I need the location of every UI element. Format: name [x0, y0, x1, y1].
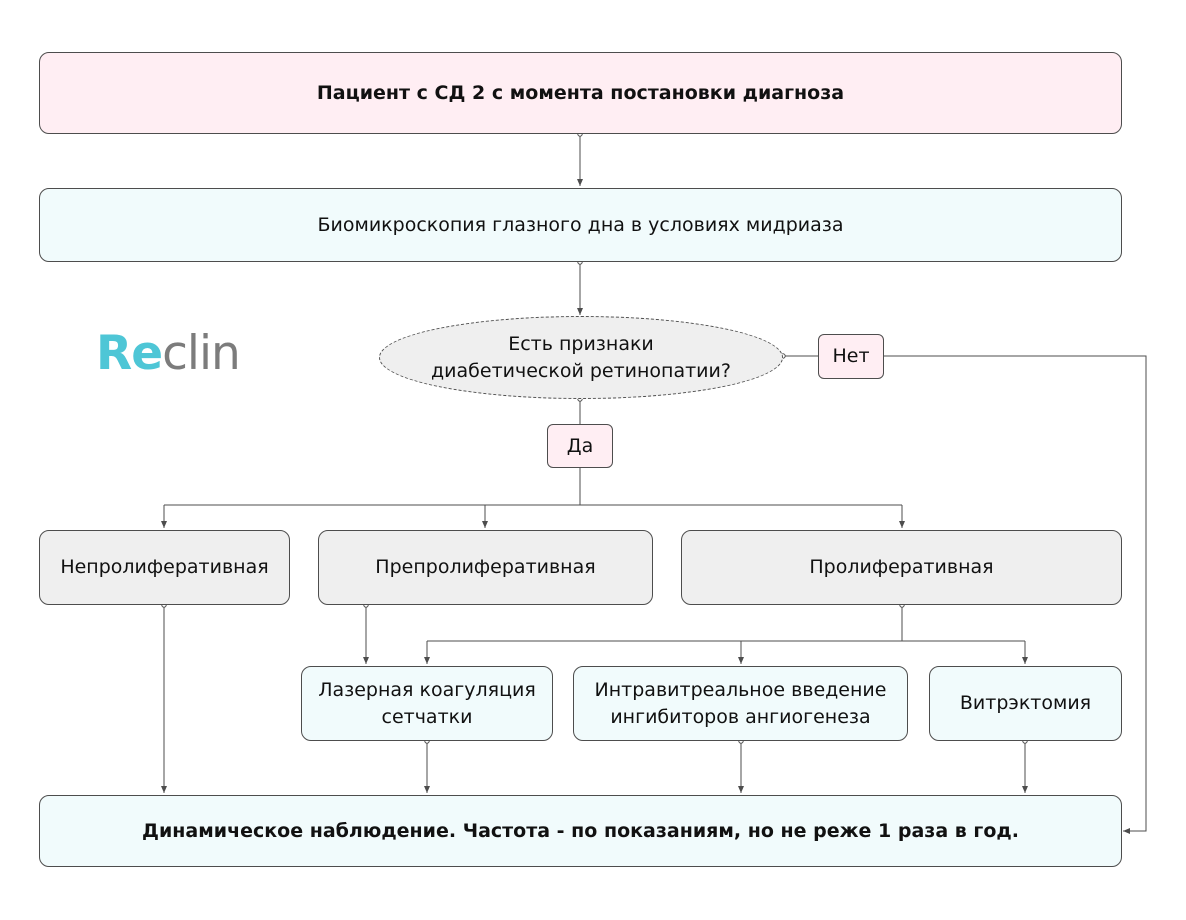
node-exam-text: Биомикроскопия глазного дна в условиях м…	[317, 213, 844, 236]
node-vitrectomy: Витрэктомия	[929, 666, 1122, 741]
node-start: Пациент с СД 2 с момента постановки диаг…	[39, 52, 1122, 134]
node-nonproliferative-text: Непролиферативная	[60, 556, 269, 579]
node-followup-text: Динамическое наблюдение. Частота - по по…	[142, 819, 1019, 842]
node-vitrectomy-text: Витрэктомия	[959, 692, 1092, 715]
node-preproliferative-text: Препролиферативная	[375, 556, 596, 579]
label-yes: Да	[547, 424, 613, 468]
logo-part-clin: clin	[162, 326, 241, 381]
node-nonproliferative: Непролиферативная	[39, 530, 290, 605]
node-question: Есть признаки диабетической ретинопатии?	[379, 316, 783, 399]
node-preproliferative: Препролиферативная	[318, 530, 653, 605]
node-question-text: Есть признаки диабетической ретинопатии?	[431, 333, 731, 382]
node-laser: Лазерная коагуляция сетчатки	[301, 666, 553, 741]
node-intravitreal: Интравитреальное введение ингибиторов ан…	[573, 666, 908, 741]
node-laser-text: Лазерная коагуляция сетчатки	[318, 679, 536, 728]
logo-part-re: Re	[96, 326, 163, 381]
node-proliferative: Пролиферативная	[681, 530, 1122, 605]
reclin-logo: Reclin	[96, 330, 241, 377]
label-yes-text: Да	[566, 434, 594, 457]
node-intravitreal-text: Интравитреальное введение ингибиторов ан…	[594, 679, 887, 728]
node-exam: Биомикроскопия глазного дна в условиях м…	[39, 188, 1122, 262]
node-proliferative-text: Пролиферативная	[809, 556, 994, 579]
label-no: Нет	[818, 334, 884, 379]
node-start-text: Пациент с СД 2 с момента постановки диаг…	[316, 81, 845, 104]
node-followup: Динамическое наблюдение. Частота - по по…	[39, 795, 1122, 867]
label-no-text: Нет	[832, 345, 870, 368]
